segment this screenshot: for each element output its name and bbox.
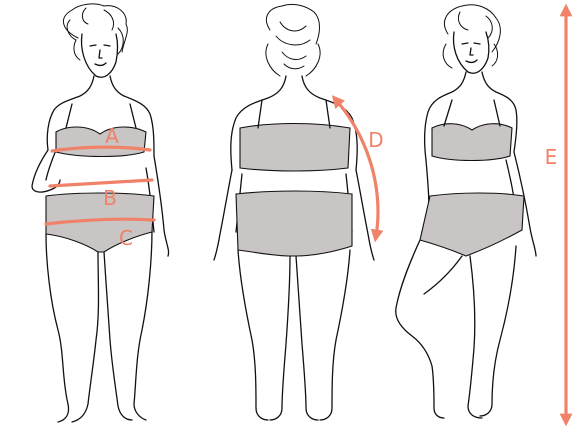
measure-b-waist-line xyxy=(50,180,152,186)
figure-front xyxy=(32,4,169,422)
side-bra xyxy=(432,124,512,161)
label-d: D xyxy=(368,128,383,152)
side-bra-straps xyxy=(444,100,500,126)
side-face xyxy=(454,32,489,73)
back-bra-band xyxy=(240,124,350,172)
label-b: B xyxy=(103,186,117,210)
front-bra xyxy=(56,127,146,157)
figure-back xyxy=(214,4,374,420)
front-bra-straps xyxy=(66,104,136,128)
label-e: E xyxy=(545,145,558,169)
label-a: A xyxy=(105,124,119,148)
figure-side xyxy=(396,5,536,418)
front-face xyxy=(82,34,118,77)
back-hair xyxy=(266,4,320,76)
label-c: C xyxy=(119,226,133,250)
back-briefs xyxy=(236,191,352,256)
side-hair xyxy=(443,5,500,68)
side-briefs xyxy=(420,193,524,256)
